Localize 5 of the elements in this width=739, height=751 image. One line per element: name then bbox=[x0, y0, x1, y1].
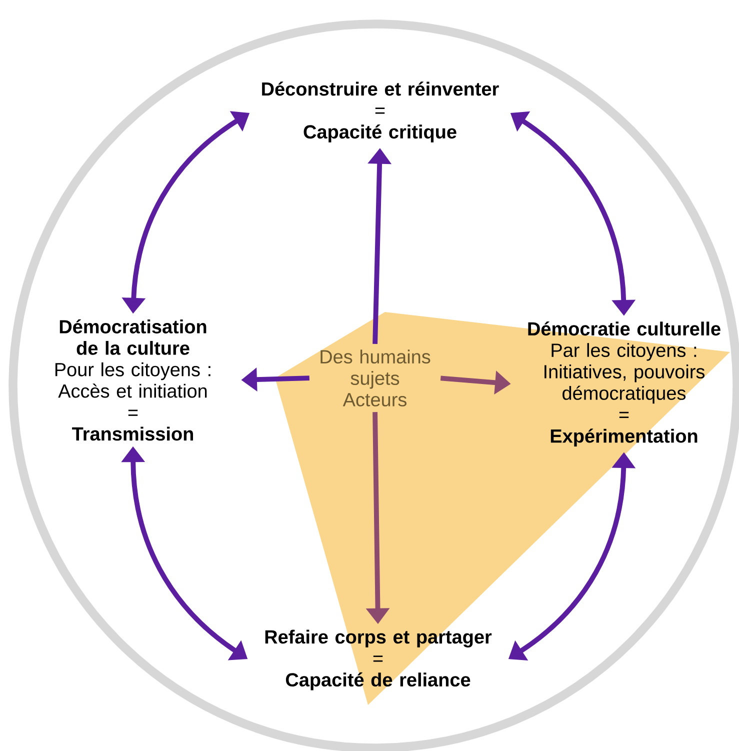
concept-text: Des humains sujets Acteurs bbox=[320, 350, 430, 406]
concept-text: Déconstruire et réinventer = Capacité critique bbox=[262, 82, 499, 142]
concept-text: Démocratisation de la culture Pour les citoyens : Accès et initiation = Transmission bbox=[55, 319, 210, 441]
concept-text: Démocratie culturelle Par les citoyens : Initiatives, pouvoirs démocratiques = Expérimentation bbox=[528, 321, 720, 447]
concept-text: Refaire corps et partager = Capacité de reliance bbox=[265, 630, 492, 690]
